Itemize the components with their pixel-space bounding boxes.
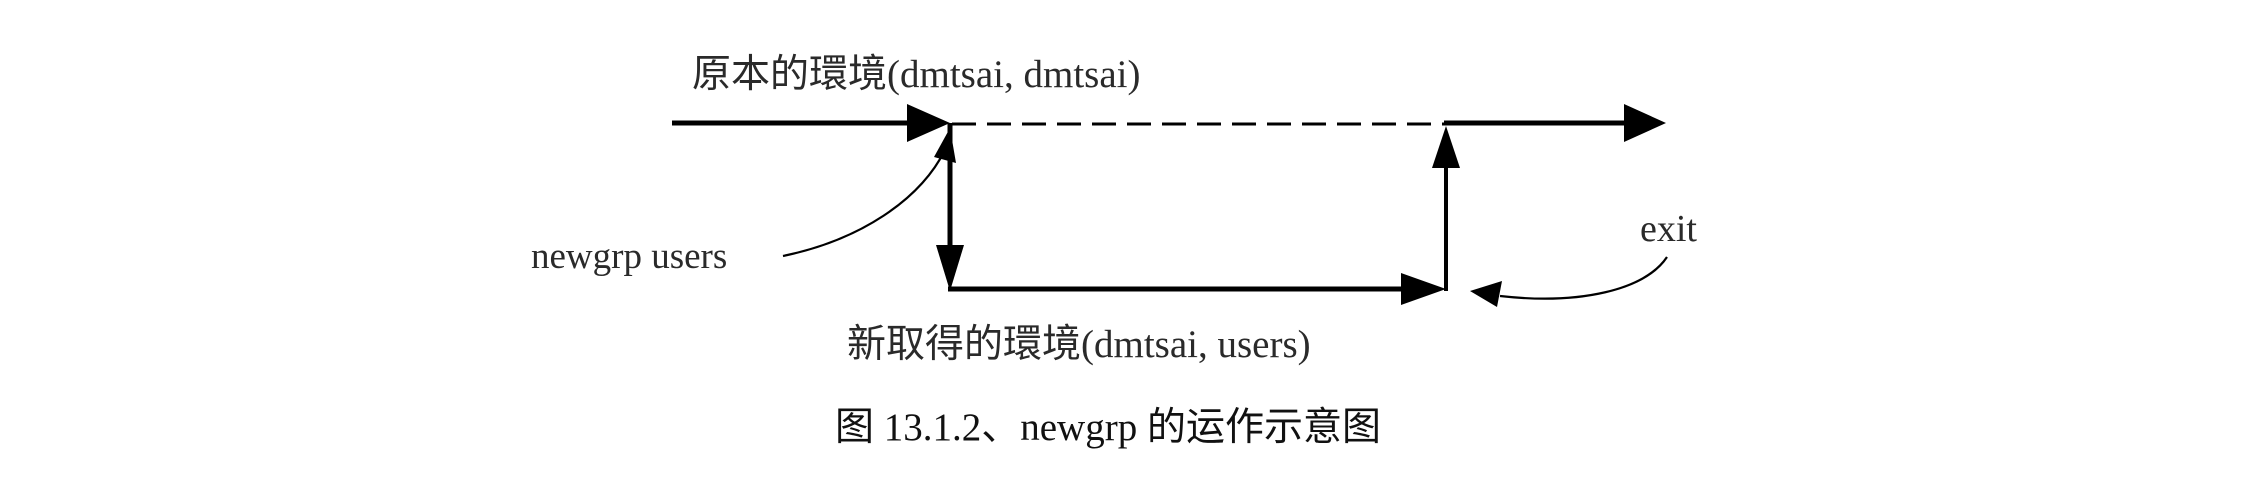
up-arrow <box>1432 126 1460 291</box>
newgrp-command-label: newgrp users <box>531 236 728 277</box>
new-env-arrow <box>948 273 1446 305</box>
arrowhead-right-icon <box>1401 273 1446 305</box>
start-arrow <box>672 104 950 142</box>
exit-pointer <box>1470 256 1668 307</box>
arrowhead-pointer-icon <box>934 128 956 163</box>
arrowhead-right-icon <box>907 104 950 142</box>
arrowhead-pointer-icon <box>1470 281 1502 307</box>
figure-caption: 图 13.1.2、newgrp 的运作示意图 <box>835 406 1381 449</box>
arrowhead-right-icon <box>1624 104 1666 142</box>
newgrp-pointer <box>782 128 956 258</box>
exit-command-label: exit <box>1640 208 1697 250</box>
arrowhead-up-icon <box>1432 126 1460 168</box>
new-env-label: 新取得的環境(dmtsai, users) <box>847 323 1311 366</box>
continue-arrow <box>1444 104 1666 142</box>
arrowhead-down-icon <box>936 245 964 291</box>
original-env-label: 原本的環境(dmtsai, dmtsai) <box>692 53 1141 96</box>
